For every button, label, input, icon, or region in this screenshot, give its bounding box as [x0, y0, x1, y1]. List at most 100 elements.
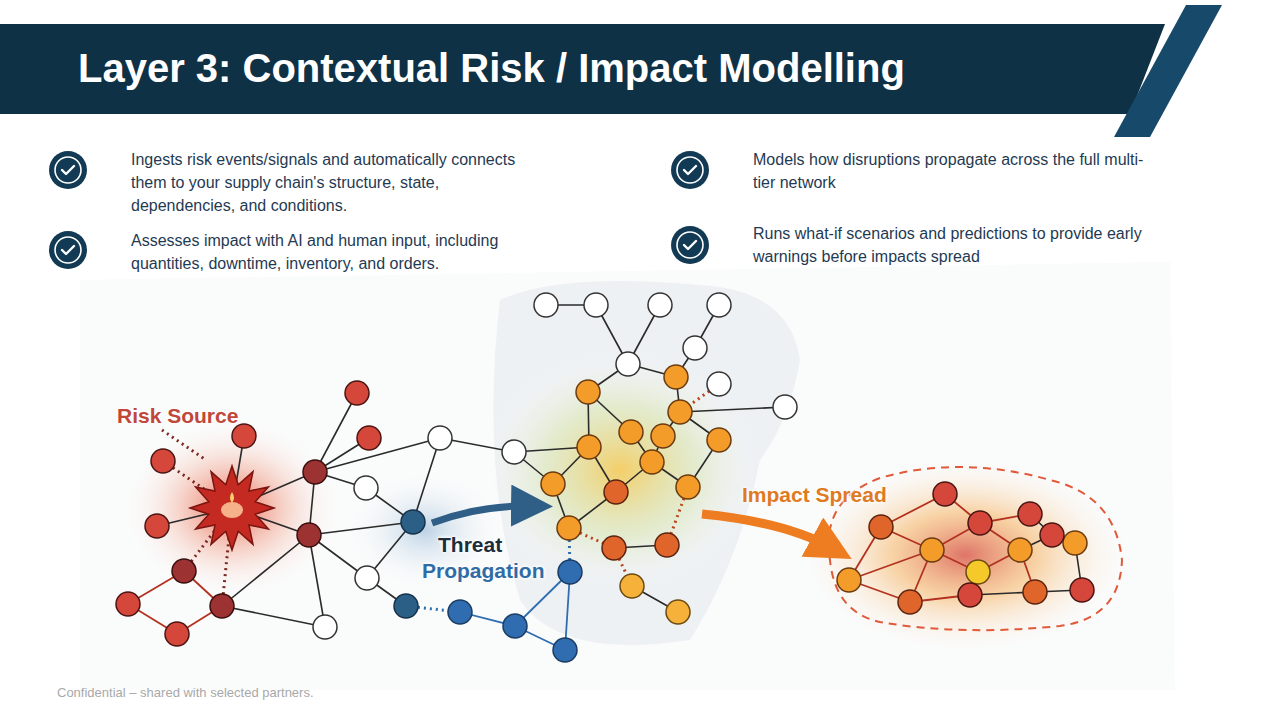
illustration-part [0, 24, 1165, 114]
network-node [345, 381, 369, 405]
bullet-text: Runs what-if scenarios and predictions t… [753, 222, 1163, 268]
network-node [1070, 578, 1094, 602]
network-node [448, 600, 472, 624]
network-node [172, 559, 196, 583]
network-node [933, 482, 957, 506]
network-node [210, 594, 234, 618]
illustration-part [569, 384, 719, 586]
check-icon [55, 157, 81, 183]
network-node [557, 516, 581, 540]
check-icon [49, 151, 87, 189]
illustration-part [122, 418, 342, 598]
network-node [773, 395, 797, 419]
check-icon [684, 241, 696, 249]
illustration-part [480, 350, 760, 590]
network-node [968, 511, 992, 535]
network-node [619, 420, 643, 444]
check-icon [684, 166, 696, 174]
network-node [676, 475, 700, 499]
network-node [1018, 502, 1042, 526]
network-node [553, 638, 577, 662]
network-node [648, 293, 672, 317]
footer-note: Confidential – shared with selected part… [57, 685, 314, 700]
diagram-label: Risk Source [117, 404, 238, 428]
network-node [357, 426, 381, 450]
network-node [1008, 538, 1032, 562]
diagram-label: Propagation [422, 559, 545, 583]
network-node [640, 450, 664, 474]
network-node [1023, 580, 1047, 604]
network-node [558, 560, 582, 584]
network-node [958, 583, 982, 607]
bullet-text: Ingests risk events/signals and automati… [131, 148, 541, 217]
network-node [616, 352, 640, 376]
check-icon [677, 157, 703, 183]
illustration-part [702, 514, 832, 548]
illustration-part [80, 262, 1175, 690]
illustration-part [157, 305, 1082, 627]
network-node [502, 440, 526, 464]
network-node [577, 435, 601, 459]
check-icon [55, 237, 81, 263]
illustration-part [190, 466, 274, 550]
network-node [683, 336, 707, 360]
network-node [303, 460, 327, 484]
network-node [664, 365, 688, 389]
network-node [707, 293, 731, 317]
network-node [620, 574, 644, 598]
illustration-part [116, 293, 1094, 662]
network-node [145, 514, 169, 538]
network-node [297, 523, 321, 547]
network-node [869, 515, 893, 539]
bullet-text: Models how disruptions propagate across … [753, 148, 1163, 194]
network-node [898, 590, 922, 614]
network-node [655, 533, 679, 557]
network-node [602, 536, 626, 560]
network-node [401, 510, 425, 534]
network-node [541, 472, 565, 496]
network-node [837, 568, 861, 592]
network-node [503, 614, 527, 638]
check-icon [677, 232, 703, 258]
network-node [651, 424, 675, 448]
network-node [707, 428, 731, 452]
network-node [668, 400, 692, 424]
network-node [966, 560, 990, 584]
diagram-label: Threat [438, 533, 502, 557]
network-node [666, 600, 690, 624]
network-node [394, 594, 418, 618]
check-icon [49, 231, 87, 269]
illustration-part [406, 528, 570, 612]
network-node [584, 293, 608, 317]
diagram-label: Impact Spread [742, 483, 887, 507]
illustration-part [230, 492, 234, 503]
illustration-part [128, 494, 1035, 634]
network-node [920, 538, 944, 562]
illustration-part [1114, 5, 1222, 137]
network-node [354, 476, 378, 500]
network-node [1040, 523, 1064, 547]
illustration-part [432, 506, 532, 523]
network-node [313, 615, 337, 639]
network-node [604, 480, 628, 504]
illustration-part [460, 572, 570, 650]
network-node [232, 424, 256, 448]
network-node [116, 592, 140, 616]
check-icon [671, 151, 709, 189]
illustration-part [221, 502, 243, 518]
network-node [707, 372, 731, 396]
slide-title: Layer 3: Contextual Risk / Impact Modell… [78, 46, 905, 91]
network-node [165, 622, 189, 646]
bullet-text: Assesses impact with AI and human input,… [131, 229, 541, 275]
network-node [428, 426, 452, 450]
network-node [151, 449, 175, 473]
network-node [534, 293, 558, 317]
check-icon [62, 166, 74, 174]
check-icon [671, 226, 709, 264]
network-node [576, 380, 600, 404]
network-node [1063, 531, 1087, 555]
check-icon [62, 246, 74, 254]
network-node [355, 566, 379, 590]
